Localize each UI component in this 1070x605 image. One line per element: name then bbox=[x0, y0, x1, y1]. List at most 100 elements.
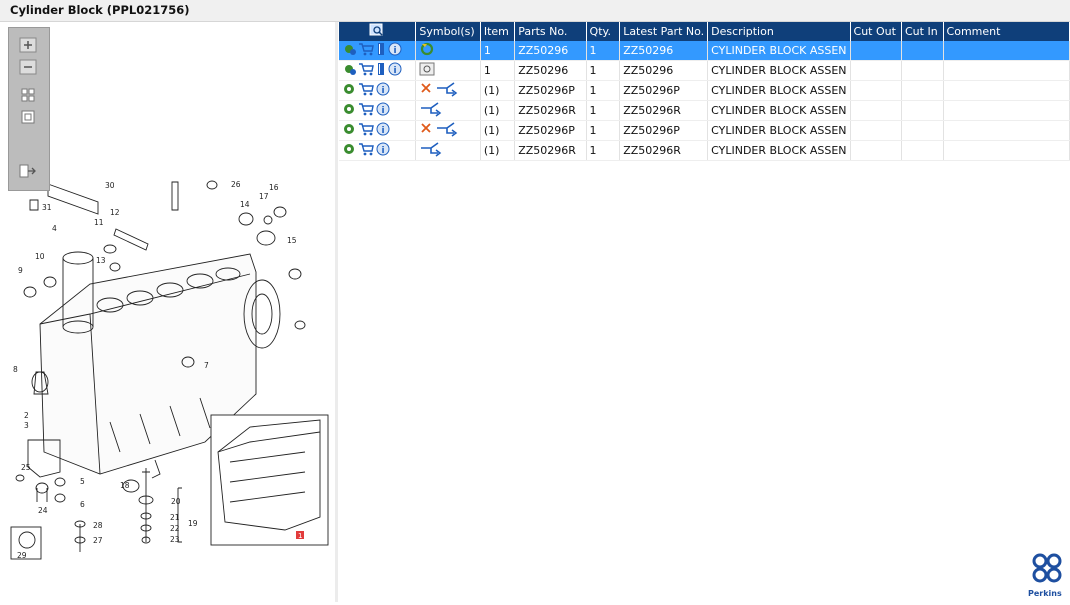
callout-label[interactable]: 6 bbox=[80, 500, 85, 509]
callout-label[interactable]: 16 bbox=[269, 183, 279, 192]
callout-label[interactable]: 19 bbox=[188, 519, 198, 528]
callout-label[interactable]: 11 bbox=[94, 218, 104, 227]
cart-icon[interactable] bbox=[358, 42, 374, 59]
actual-size-button[interactable] bbox=[18, 108, 38, 126]
callout-label[interactable]: 27 bbox=[93, 536, 103, 545]
info-icon[interactable]: i bbox=[388, 42, 402, 59]
cart-icon[interactable] bbox=[358, 82, 374, 99]
next-page-button[interactable] bbox=[18, 162, 38, 180]
cart-icon[interactable] bbox=[358, 62, 374, 79]
callout-label[interactable]: 15 bbox=[287, 236, 297, 245]
row-actions: i bbox=[339, 80, 417, 101]
zoom-out-button[interactable] bbox=[18, 58, 38, 76]
options-icon[interactable] bbox=[342, 42, 356, 59]
callout-label[interactable]: 30 bbox=[105, 181, 115, 190]
callout-label[interactable]: 20 bbox=[171, 497, 181, 506]
gear-icon[interactable] bbox=[342, 122, 356, 139]
svg-text:i: i bbox=[382, 126, 385, 136]
cell-item: (1) bbox=[480, 80, 516, 101]
cell-item: 1 bbox=[480, 41, 516, 61]
cell-description: CYLINDER BLOCK ASSEN bbox=[707, 100, 851, 121]
callout-label[interactable]: 29 bbox=[17, 551, 27, 560]
column-header-tools[interactable] bbox=[339, 22, 417, 41]
gear-icon[interactable] bbox=[342, 82, 356, 99]
cell-description: CYLINDER BLOCK ASSEN bbox=[707, 41, 851, 61]
row-symbols bbox=[415, 80, 481, 101]
column-header-qty[interactable]: Qty. bbox=[586, 22, 621, 41]
gear-icon[interactable] bbox=[342, 142, 356, 159]
callout-label[interactable]: 17 bbox=[259, 192, 269, 201]
square-icon bbox=[21, 110, 35, 124]
info-icon[interactable]: i bbox=[376, 142, 390, 159]
cell-qty: 1 bbox=[586, 140, 621, 161]
callout-label[interactable]: 22 bbox=[170, 524, 180, 533]
cart-icon[interactable] bbox=[358, 102, 374, 119]
branch-icon bbox=[421, 102, 442, 117]
svg-text:i: i bbox=[382, 146, 385, 156]
cell-latest-part-no: ZZ50296R bbox=[619, 100, 709, 121]
callout-label[interactable]: 9 bbox=[18, 266, 23, 275]
callout-label[interactable]: 7 bbox=[204, 361, 209, 370]
cell-cut-out bbox=[850, 140, 903, 161]
recycle-icon bbox=[421, 42, 434, 56]
column-header-parts-no[interactable]: Parts No. bbox=[514, 22, 587, 41]
fit-page-button[interactable] bbox=[18, 86, 38, 104]
callout-label[interactable]: 26 bbox=[231, 180, 241, 189]
column-header-latest-part-no[interactable]: Latest Part No. bbox=[619, 22, 709, 41]
exploded-view-diagram[interactable]: 30 31 26 12 11 4 13 10 9 14 16 17 15 7 8… bbox=[0, 22, 335, 602]
info-icon[interactable]: i bbox=[388, 62, 402, 79]
panel-splitter[interactable] bbox=[335, 22, 338, 602]
cell-comment bbox=[943, 60, 1070, 81]
callout-label[interactable]: 24 bbox=[38, 506, 48, 515]
diagram-panel[interactable]: 30 31 26 12 11 4 13 10 9 14 16 17 15 7 8… bbox=[0, 22, 335, 602]
svg-text:i: i bbox=[382, 86, 385, 96]
cell-parts-no: ZZ50296P bbox=[514, 80, 587, 101]
callout-label[interactable]: 31 bbox=[42, 203, 52, 212]
callout-label[interactable]: 23 bbox=[170, 535, 180, 544]
callout-label[interactable]: 14 bbox=[240, 200, 250, 209]
remove-branch-icon bbox=[421, 122, 458, 137]
callout-label[interactable]: 21 bbox=[170, 513, 180, 522]
column-header-cut-out[interactable]: Cut Out bbox=[850, 22, 903, 41]
callout-label[interactable]: 2 bbox=[24, 411, 29, 420]
callout-label[interactable]: 8 bbox=[13, 365, 18, 374]
options-icon[interactable] bbox=[342, 62, 356, 79]
callout-label[interactable]: 5 bbox=[80, 477, 85, 486]
row-actions: i bbox=[339, 120, 417, 141]
minus-icon bbox=[19, 59, 37, 75]
zoom-in-button[interactable] bbox=[18, 36, 38, 54]
callout-label[interactable]: 1 bbox=[298, 532, 302, 540]
cart-icon[interactable] bbox=[358, 122, 374, 139]
find-icon bbox=[369, 23, 383, 36]
book-icon[interactable] bbox=[376, 62, 386, 79]
callout-label[interactable]: 18 bbox=[120, 481, 130, 490]
callout-label[interactable]: 12 bbox=[110, 208, 120, 217]
column-header-description[interactable]: Description bbox=[707, 22, 851, 41]
cell-comment bbox=[943, 80, 1070, 101]
info-icon[interactable]: i bbox=[376, 122, 390, 139]
callout-label[interactable]: 3 bbox=[24, 421, 29, 430]
callout-label[interactable]: 10 bbox=[35, 252, 45, 261]
callout-label[interactable]: 28 bbox=[93, 521, 103, 530]
column-header-cut-in[interactable]: Cut In bbox=[901, 22, 944, 41]
gear-icon[interactable] bbox=[342, 102, 356, 119]
column-header-item[interactable]: Item bbox=[480, 22, 516, 41]
callout-label[interactable]: 4 bbox=[52, 224, 57, 233]
callout-label[interactable]: 25 bbox=[21, 463, 31, 472]
cell-item: (1) bbox=[480, 120, 516, 141]
column-header-symbols[interactable]: Symbol(s) bbox=[415, 22, 481, 41]
info-icon[interactable]: i bbox=[376, 102, 390, 119]
cell-parts-no: ZZ50296R bbox=[514, 100, 587, 121]
column-header-comment[interactable]: Comment bbox=[943, 22, 1070, 41]
info-icon[interactable]: i bbox=[376, 82, 390, 99]
book-icon[interactable] bbox=[376, 42, 386, 59]
cell-cut-in bbox=[901, 100, 944, 121]
callout-label[interactable]: 13 bbox=[96, 256, 106, 265]
cart-icon[interactable] bbox=[358, 142, 374, 159]
